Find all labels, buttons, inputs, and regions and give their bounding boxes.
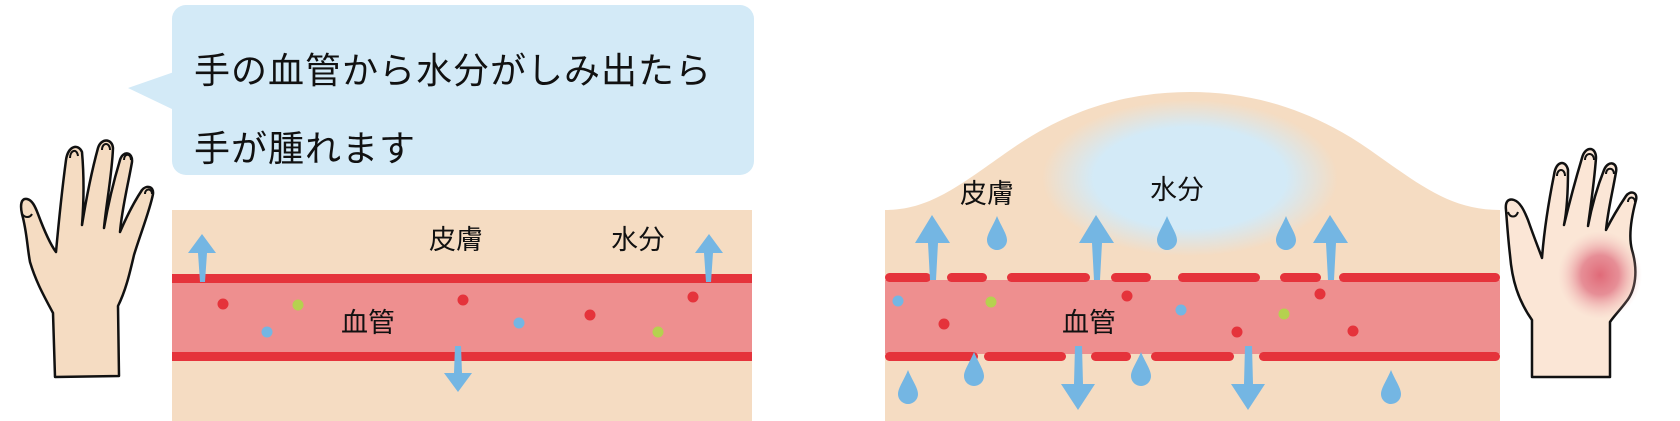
swollen-vessel-label: 血管 — [1062, 308, 1116, 339]
leaky-vessel-wall-top — [885, 273, 1500, 282]
swollen-skin-label: 皮膚 — [960, 179, 1014, 210]
blood-vessel — [885, 280, 1500, 354]
normal-skin-label: 皮膚 — [429, 225, 483, 256]
speech-bubble-text: 手の血管から水分がしみ出たら 手が腫れます — [194, 33, 712, 189]
arrow-up-icon — [188, 234, 216, 282]
speech-bubble-tail — [128, 72, 174, 110]
swollen-hand-illustration — [1504, 147, 1642, 379]
blood-cells — [892, 288, 1359, 338]
speech-bubble: 手の血管から水分がしみ出たら 手が腫れます — [172, 5, 754, 175]
vessel-wall-top — [172, 274, 752, 283]
water-arrows — [915, 215, 1348, 410]
arrow-up-icon — [1079, 215, 1114, 280]
leaky-vessel-wall-bottom — [885, 352, 1500, 361]
arrow-down-icon — [444, 346, 472, 392]
normal-tissue-panel — [172, 210, 752, 421]
arrow-up-icon — [915, 215, 950, 280]
normal-hand-illustration — [19, 139, 155, 379]
vessel-wall-bottom — [172, 352, 752, 361]
water-arrows — [188, 234, 723, 392]
normal-water-label: 水分 — [611, 225, 665, 256]
inflammation-redness — [1558, 231, 1642, 319]
normal-vessel-label: 血管 — [341, 308, 395, 339]
arrow-down-icon — [1061, 346, 1095, 410]
blood-vessel — [172, 280, 752, 354]
swollen-water-label: 水分 — [1150, 175, 1204, 206]
arrow-up-icon — [1313, 215, 1348, 280]
speech-line-1: 手の血管から水分がしみ出たら — [194, 51, 713, 92]
arrow-up-icon — [695, 234, 723, 282]
accumulated-water-pool — [1042, 100, 1338, 256]
arrow-down-icon — [1231, 346, 1265, 410]
speech-line-2: 手が腫れます — [194, 129, 417, 170]
swollen-tissue-panel — [885, 92, 1500, 421]
blood-cells — [217, 291, 699, 338]
